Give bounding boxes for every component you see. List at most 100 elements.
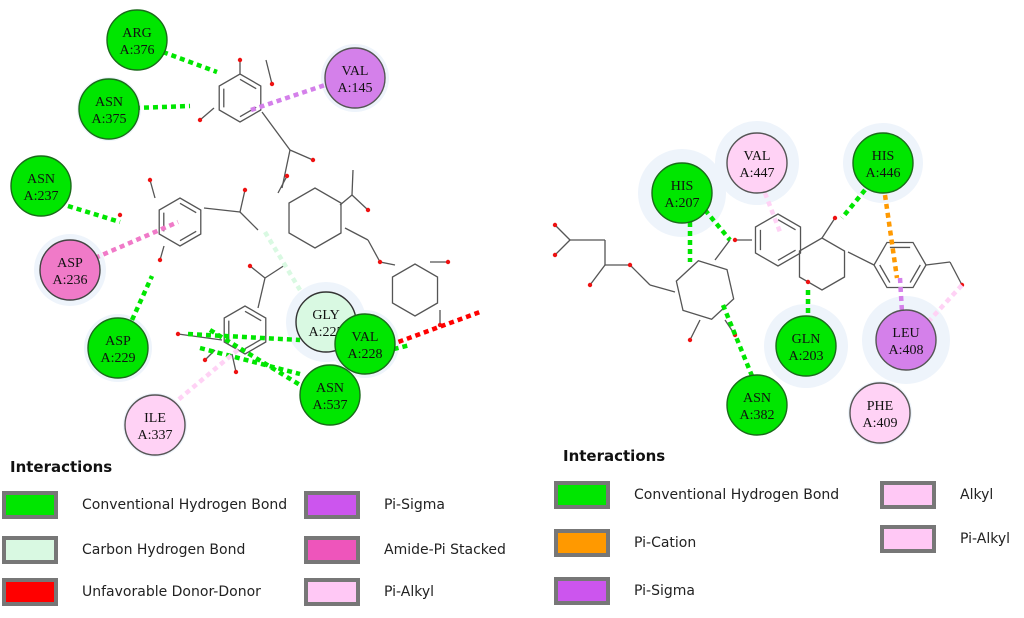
legend-item-amide-pi-stacked: Amide-Pi Stacked [304,536,506,564]
interaction-line-chbond [263,230,302,292]
ring [675,260,735,320]
interaction-line-donordonor [389,309,481,348]
legend-swatch [304,578,360,606]
residue-circle [875,309,937,371]
residue-circle [324,47,386,109]
residue-name: ASP [57,256,83,271]
double-bond [244,338,262,350]
legend-label: Conventional Hydrogen Bond [634,487,840,503]
legend-swatch [304,536,360,564]
oxygen-atom [247,263,253,269]
double-bond [179,230,197,242]
bond [351,194,369,211]
bond [689,319,701,341]
legend-swatch [554,529,610,557]
interaction-line-hbond [162,49,218,75]
legend-swatch [2,491,58,519]
interaction-line-pialkyl [170,346,242,407]
bond [159,245,165,261]
residue-number: A:229 [101,351,136,366]
bond [949,261,963,286]
bond [264,264,286,279]
ligand-left-structure [117,57,451,375]
oxygen-atom [627,262,633,268]
residue-number: A:228 [348,347,383,362]
oxygen-atom [552,252,558,258]
double-bond [909,264,921,283]
bond [257,277,266,309]
residue-circle [87,317,149,379]
double-bond [239,78,257,90]
interaction-line-alkyl [762,192,783,233]
ligand-right-structure [552,213,965,343]
legend-swatch [554,481,610,509]
oxygen-atom [233,369,239,375]
residue-val145: VAL A:145 [324,47,386,109]
residue-circle [124,394,186,456]
interaction-line-hbond [703,208,732,242]
residue-number: A:225 [309,325,344,340]
bond [289,149,314,161]
legend-swatch [880,481,936,509]
residue-number: A:375 [92,112,127,127]
legend-swatch [880,525,936,553]
bond [351,169,354,196]
bond [231,353,237,373]
legend-label: Unfavorable Donor-Donor [82,584,261,600]
oxygen-atom [832,215,838,221]
legend-label: Pi-Alkyl [384,584,435,600]
residue-number: A:236 [53,273,88,288]
residue-number: A:145 [338,81,373,96]
oxygen-atom [175,331,181,337]
oxygen-atom [237,57,243,63]
residue-nodes: ARGA:376VALA:145ASNA:375ASNA:237ASPA:236… [10,9,937,456]
interaction-line-hbond [187,331,301,343]
legend-item-pi-sigma: Pi-Sigma [304,491,445,519]
residue-name: ASN [95,95,123,110]
residue-number: A:446 [866,166,901,181]
oxygen-atom [732,237,738,243]
oxygen-atom [365,207,371,213]
legend-item-pi-sigma: Pi-Sigma [554,577,695,605]
ring [158,197,202,247]
legend-label: Pi-Cation [634,535,697,551]
bond [554,239,571,256]
oxygen-atom [117,212,123,218]
residue-asn375: ASN A:375 [78,78,140,140]
residue-name: VAL [352,330,379,345]
residue-name: GLY [312,308,339,323]
interaction-line-hbond [134,103,191,111]
legend-swatch [2,578,58,606]
bond [554,224,571,241]
residue-circle [106,9,168,71]
residue-name: VAL [342,64,369,79]
oxygen-atom [687,337,693,343]
residue-circle [726,374,788,436]
interaction-line-pisigma [250,82,326,113]
legend-swatch [554,577,610,605]
bond [177,333,223,341]
bond [277,175,288,194]
legend-item-conventional-hbond: Conventional Hydrogen Bond [2,491,287,519]
residue-name: GLN [792,332,821,347]
residue-circle [10,155,72,217]
ring [391,263,439,317]
bond [714,239,731,261]
residue-number: A:409 [863,416,898,431]
bond [344,227,369,241]
bond [339,194,353,206]
residue-number: A:376 [120,43,155,58]
ring [754,213,802,267]
legend-label: Pi-Sigma [384,497,445,513]
double-bond [244,310,262,322]
legend-title: Interactions [563,447,666,465]
residue-name: HIS [671,179,694,194]
legend-left: Interactions Conventional Hydrogen Bond … [0,455,520,615]
oxygen-atom [242,187,248,193]
